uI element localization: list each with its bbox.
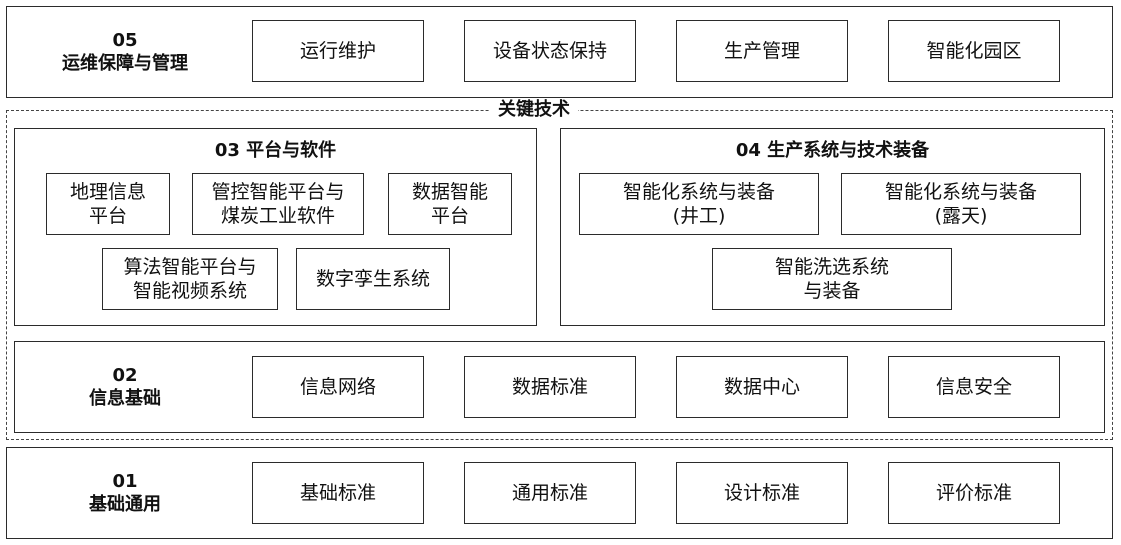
item-03-3: 数据智能平台 bbox=[388, 173, 512, 235]
layer-02-name: 信息基础 bbox=[89, 388, 161, 409]
layer-04-title: 04 生产系统与技术装备 bbox=[735, 140, 930, 161]
item-02-2: 数据标准 bbox=[464, 356, 636, 418]
key-tech-title: 关键技术 bbox=[490, 99, 578, 121]
item-02-3: 数据中心 bbox=[676, 356, 848, 418]
item-03-5: 数字孪生系统 bbox=[296, 248, 450, 310]
layer-01-number: 01 bbox=[112, 471, 138, 492]
item-01-4: 评价标准 bbox=[888, 462, 1060, 524]
layer-05-label: 05 运维保障与管理 bbox=[30, 20, 220, 84]
item-01-1: 基础标准 bbox=[252, 462, 424, 524]
item-05-2: 设备状态保持 bbox=[464, 20, 636, 82]
item-02-4: 信息安全 bbox=[888, 356, 1060, 418]
item-04-1: 智能化系统与装备(井工) bbox=[579, 173, 819, 235]
layer-02-label: 02 信息基础 bbox=[30, 355, 220, 419]
item-01-3: 设计标准 bbox=[676, 462, 848, 524]
item-03-2: 管控智能平台与煤炭工业软件 bbox=[192, 173, 364, 235]
item-01-2: 通用标准 bbox=[464, 462, 636, 524]
item-05-3: 生产管理 bbox=[676, 20, 848, 82]
layer-01-name: 基础通用 bbox=[89, 494, 161, 515]
layer-02-number: 02 bbox=[112, 365, 138, 386]
item-04-2: 智能化系统与装备(露天) bbox=[841, 173, 1081, 235]
layer-05-number: 05 bbox=[112, 30, 138, 51]
layer-03-title: 03 平台与软件 bbox=[214, 140, 337, 161]
item-05-4: 智能化园区 bbox=[888, 20, 1060, 82]
item-03-4: 算法智能平台与智能视频系统 bbox=[102, 248, 278, 310]
layer-01-label: 01 基础通用 bbox=[30, 461, 220, 525]
item-05-1: 运行维护 bbox=[252, 20, 424, 82]
item-04-3: 智能洗选系统与装备 bbox=[712, 248, 952, 310]
item-03-1: 地理信息平台 bbox=[46, 173, 170, 235]
layer-05-name: 运维保障与管理 bbox=[62, 53, 188, 74]
item-02-1: 信息网络 bbox=[252, 356, 424, 418]
